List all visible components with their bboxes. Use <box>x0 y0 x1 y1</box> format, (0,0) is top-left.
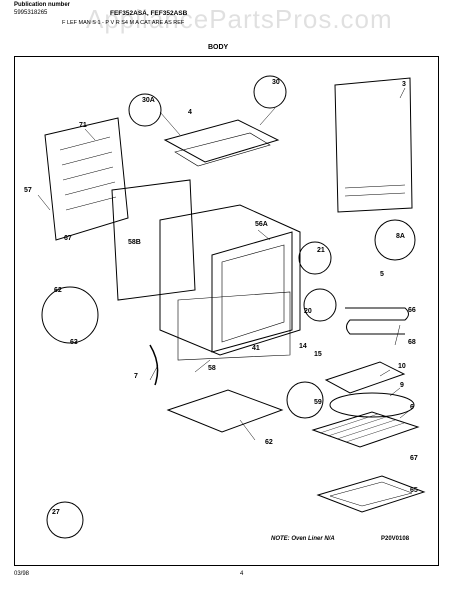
part-label-67: 67 <box>64 235 72 242</box>
callout-59-circle <box>286 381 324 419</box>
part-label-58: 58 <box>208 365 216 372</box>
part-label-30a: 30A <box>142 97 155 104</box>
broil-pan-shape <box>329 392 415 418</box>
oven-rack-shape <box>311 411 420 448</box>
watermark: AppliancePartsPros.com <box>86 4 393 34</box>
callout-20-circle <box>303 288 337 322</box>
back-panel-shape <box>44 117 129 241</box>
top-panel-shape <box>163 119 280 163</box>
page-number: 4 <box>240 571 244 577</box>
part-label-10: 10 <box>398 363 406 370</box>
part-label-66: 66 <box>408 307 416 314</box>
broil-element-shape <box>345 307 409 335</box>
part-label-5: 5 <box>380 271 384 278</box>
section-title: BODY <box>208 44 229 51</box>
callout-27-circle <box>46 501 84 539</box>
callout-21-circle <box>298 241 332 275</box>
part-label-59: 59 <box>314 399 322 406</box>
part-label-41: 41 <box>252 345 260 352</box>
part-label-65: 65 <box>410 487 418 494</box>
part-label-71: 71 <box>79 122 87 129</box>
oven-liner-note: NOTE: Oven Liner N/A <box>271 536 335 542</box>
diagram-frame <box>14 56 439 566</box>
model-line: FEF352ASA, FEF352ASB <box>110 10 188 17</box>
part-label-56a: 56A <box>255 221 268 228</box>
part-label-68: 68 <box>408 339 416 346</box>
callout-62-circle <box>41 286 99 344</box>
part-label-62b: 62 <box>265 439 273 446</box>
power-cord-shape <box>149 344 159 386</box>
publication-label: Publication number <box>14 2 71 8</box>
part-label-15: 15 <box>314 351 322 358</box>
part-label-9: 9 <box>400 382 404 389</box>
broil-grid-shape <box>324 361 406 394</box>
part-label-58b: 58B <box>128 239 141 246</box>
part-label-62: 62 <box>54 287 62 294</box>
part-label-7: 7 <box>134 373 138 380</box>
part-label-6: 6 <box>410 404 414 411</box>
callout-30-circle <box>253 75 287 109</box>
part-label-57: 57 <box>24 187 32 194</box>
part-label-21: 21 <box>317 247 325 254</box>
right-side-panel-shape <box>334 77 413 213</box>
part-label-27: 27 <box>52 509 60 516</box>
side-panel-shape <box>111 179 196 301</box>
revision-date: 03/98 <box>14 571 30 577</box>
bottom-panel-shape <box>166 389 284 433</box>
part-label-67b: 67 <box>410 455 418 462</box>
part-label-4: 4 <box>188 109 192 116</box>
callout-30a-circle <box>128 93 162 127</box>
part-label-14: 14 <box>299 343 307 350</box>
figure-code: P20V0108 <box>381 536 410 542</box>
bake-element-tray-shape <box>316 475 426 513</box>
publication-number: 5995318265 <box>14 10 48 16</box>
part-label-3: 3 <box>402 81 406 88</box>
part-label-63: 63 <box>70 339 78 346</box>
oven-body-shape <box>159 204 301 356</box>
part-label-20: 20 <box>304 308 312 315</box>
oven-front-shape <box>211 231 293 353</box>
part-label-30: 30 <box>272 79 280 86</box>
callout-8a-circle <box>374 219 416 261</box>
part-label-8a: 8A <box>396 233 405 240</box>
applies-line: F LEF MAN S 1 - P V R S4 M A CAT ARE AS … <box>62 20 185 26</box>
